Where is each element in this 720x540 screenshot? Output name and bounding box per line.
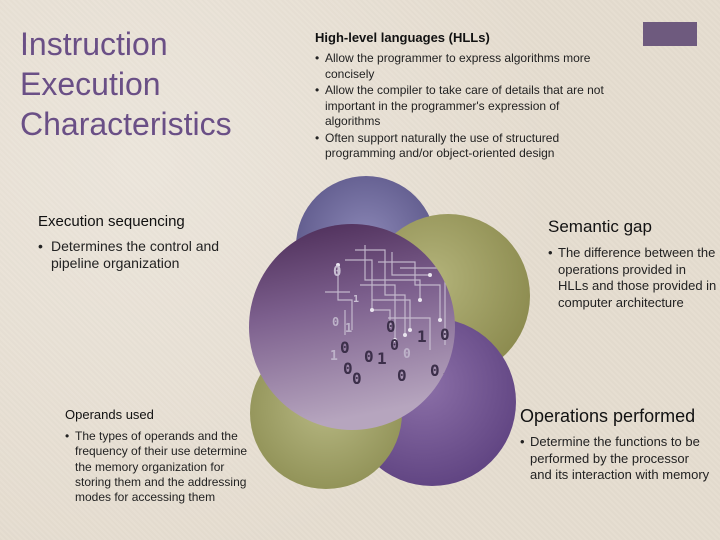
operations-performed-list: Determine the functions to be performed … bbox=[520, 434, 710, 484]
hll-bullet: Allow the programmer to express algorith… bbox=[315, 51, 605, 82]
hll-section: High-level languages (HLLs) Allow the pr… bbox=[315, 30, 605, 163]
execution-sequencing-list: Determines the control and pipeline orga… bbox=[38, 238, 268, 272]
semantic-gap-bullet: The difference between the operations pr… bbox=[548, 245, 718, 311]
binary-digit: 1 bbox=[417, 327, 427, 346]
circuit-binary-image: 0 1 0 1 0 0 1 0 0 0 1 0 1 0 0 0 1 0 bbox=[325, 245, 452, 388]
binary-digit: 0 bbox=[403, 347, 411, 362]
binary-digit: 1 bbox=[330, 349, 338, 364]
binary-digit: 0 bbox=[430, 361, 440, 380]
slide-title: Instruction Execution Characteristics bbox=[20, 26, 232, 142]
binary-digit: 0 bbox=[440, 325, 450, 344]
binary-digit: 1 bbox=[353, 294, 359, 305]
binary-digit: 0 bbox=[386, 317, 396, 336]
binary-digit: 0 bbox=[397, 366, 407, 385]
binary-digit: 0 bbox=[333, 264, 341, 280]
hll-bullet-list: Allow the programmer to express algorith… bbox=[315, 51, 605, 162]
binary-digit: 0 bbox=[343, 359, 353, 378]
binary-digit: 0 bbox=[340, 338, 350, 357]
binary-digit: 0 bbox=[332, 315, 339, 329]
hll-heading: High-level languages (HLLs) bbox=[315, 30, 490, 45]
semantic-gap-list: The difference between the operations pr… bbox=[548, 245, 718, 311]
operands-used-heading: Operands used bbox=[65, 407, 154, 422]
binary-digit: 0 bbox=[390, 336, 399, 354]
hll-bullet: Allow the compiler to take care of detai… bbox=[315, 83, 605, 130]
binary-digit: 0 bbox=[352, 369, 362, 388]
execution-sequencing-heading: Execution sequencing bbox=[38, 213, 185, 230]
binary-digit: 0 bbox=[364, 347, 374, 366]
operands-used-section: Operands used The types of operands and … bbox=[65, 407, 250, 506]
execution-sequencing-section: Execution sequencing Determines the cont… bbox=[38, 213, 268, 273]
operands-used-list: The types of operands and the frequency … bbox=[65, 429, 250, 505]
execution-sequencing-bullet: Determines the control and pipeline orga… bbox=[38, 238, 268, 272]
accent-box bbox=[643, 22, 697, 46]
operands-used-bullet: The types of operands and the frequency … bbox=[65, 429, 250, 505]
binary-digit: 1 bbox=[345, 321, 352, 335]
binary-digit: 1 bbox=[377, 349, 387, 368]
semantic-gap-section: Semantic gap The difference between the … bbox=[548, 217, 718, 312]
operations-performed-section: Operations performed Determine the funct… bbox=[520, 406, 710, 485]
hll-bullet: Often support naturally the use of struc… bbox=[315, 131, 605, 162]
semantic-gap-heading: Semantic gap bbox=[548, 217, 652, 236]
operations-performed-heading: Operations performed bbox=[520, 406, 696, 426]
operations-performed-bullet: Determine the functions to be performed … bbox=[520, 434, 710, 484]
